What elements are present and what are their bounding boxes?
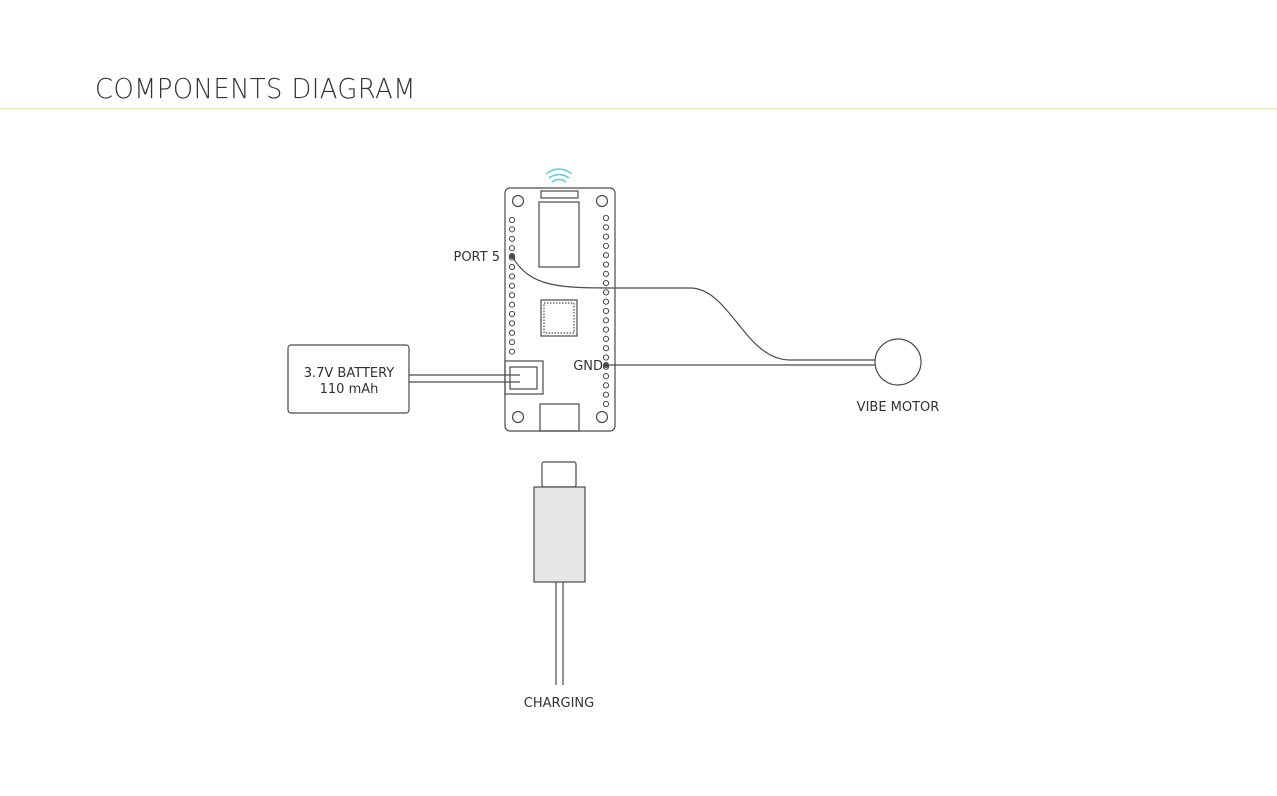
header-pin [602, 391, 610, 398]
left-pin-header [508, 216, 516, 355]
header-pin [602, 289, 610, 296]
header-pin [602, 335, 610, 342]
header-pin [602, 252, 610, 259]
port-5-label: PORT 5 [453, 250, 500, 265]
header-pin [602, 280, 610, 287]
mounting-hole [511, 410, 525, 424]
title-divider [0, 108, 1277, 109]
gnd-label: GND [573, 359, 603, 374]
header-pin [508, 292, 516, 299]
mounting-hole [595, 410, 609, 424]
battery-voltage-label: 3.7V BATTERY [304, 366, 395, 381]
battery: 3.7V BATTERY 110 mAh [287, 344, 410, 414]
usb-socket [539, 403, 580, 432]
header-pin [602, 373, 610, 380]
header-pin [508, 263, 516, 271]
mounting-hole [595, 194, 609, 208]
charging-label: CHARGING [524, 696, 594, 711]
header-pin [602, 400, 610, 408]
usb-c-cable [533, 461, 586, 685]
header-pin [508, 216, 516, 224]
header-pin [508, 226, 516, 233]
header-pin [508, 310, 516, 318]
header-pin [602, 354, 610, 361]
header-pin [602, 233, 610, 240]
microcontroller-board [504, 187, 616, 432]
vibe-motor [874, 338, 922, 386]
antenna-module [540, 190, 579, 199]
header-pin [508, 235, 516, 242]
vibe-motor-label: VIBE MOTOR [857, 400, 940, 415]
battery-connector [504, 360, 544, 395]
header-pin [602, 317, 610, 324]
header-pin [602, 270, 610, 277]
battery-capacity-label: 110 mAh [320, 382, 379, 397]
header-pin [602, 214, 610, 222]
usb-c-plug [533, 486, 586, 583]
signal-wire [511, 255, 875, 361]
page-title: COMPONENTS DIAGRAM [95, 72, 416, 105]
header-pin [602, 261, 610, 268]
processor-chip [540, 299, 578, 337]
header-pin [602, 298, 610, 305]
header-pin [602, 242, 610, 249]
header-pin [602, 307, 610, 315]
header-pin [602, 326, 610, 333]
header-pin [508, 245, 516, 252]
mounting-hole [511, 194, 525, 208]
header-pin [602, 345, 610, 352]
header-pin [602, 382, 610, 389]
header-pin [508, 329, 516, 336]
header-pin [508, 282, 516, 289]
wifi-icon [545, 168, 573, 183]
header-pin [508, 348, 516, 355]
header-pin [508, 339, 516, 346]
header-pin [602, 224, 610, 231]
header-pin [508, 320, 516, 327]
wifi-module [538, 201, 580, 268]
right-pin-header [602, 214, 610, 408]
header-pin [508, 273, 516, 280]
usb-c-connector-tip [541, 461, 577, 488]
header-pin [508, 301, 516, 308]
